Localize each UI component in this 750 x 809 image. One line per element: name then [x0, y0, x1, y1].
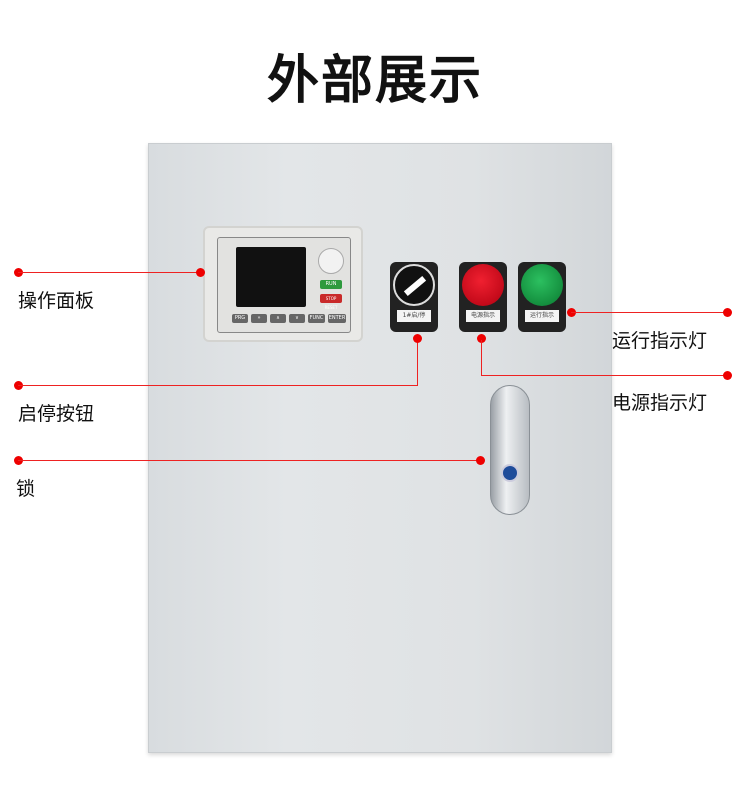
callout-line	[18, 460, 480, 461]
keyhole-icon	[501, 464, 519, 482]
run-tag: 运行指示	[525, 310, 559, 322]
callout-dot	[723, 371, 732, 380]
label-operation-panel: 操作面板	[18, 290, 95, 312]
switch-tag: 1#启/停	[397, 310, 431, 322]
callout-line	[18, 385, 418, 386]
callout-dot	[723, 308, 732, 317]
label-start-stop-button: 启停按钮	[18, 403, 95, 425]
up-button[interactable]: ∧	[270, 314, 286, 323]
callout-dot	[413, 334, 422, 343]
power-indicator-light: 电源指示	[459, 262, 507, 332]
down-button[interactable]: ∨	[289, 314, 305, 323]
callout-dot	[476, 456, 485, 465]
knob-icon[interactable]	[318, 248, 344, 274]
display-screen	[236, 247, 306, 307]
power-tag: 电源指示	[466, 310, 500, 322]
stop-reset-button[interactable]: STOP RESET	[320, 294, 342, 310]
callout-line	[481, 340, 482, 376]
cabinet-lock[interactable]	[490, 385, 530, 515]
callout-dot	[196, 268, 205, 277]
shift-button[interactable]: »	[251, 314, 267, 323]
prg-button[interactable]: PRG	[232, 314, 248, 323]
operation-panel: RUN STOP RESET PRG » ∧ ∨ FUNC ENTER	[203, 226, 363, 342]
enter-button[interactable]: ENTER	[328, 314, 346, 323]
start-stop-switch[interactable]: 1#启/停	[390, 262, 438, 332]
callout-line	[571, 312, 727, 313]
label-run-indicator: 运行指示灯	[612, 330, 708, 352]
label-lock: 锁	[16, 478, 36, 500]
callout-line	[18, 272, 200, 273]
callout-dot	[477, 334, 486, 343]
label-power-indicator: 电源指示灯	[612, 392, 708, 414]
func-button[interactable]: FUNC	[308, 314, 325, 323]
run-indicator-light: 运行指示	[518, 262, 566, 332]
run-button[interactable]: RUN	[320, 280, 342, 289]
callout-line	[481, 375, 727, 376]
page-title: 外部展示	[266, 51, 483, 111]
callout-line	[417, 340, 418, 386]
